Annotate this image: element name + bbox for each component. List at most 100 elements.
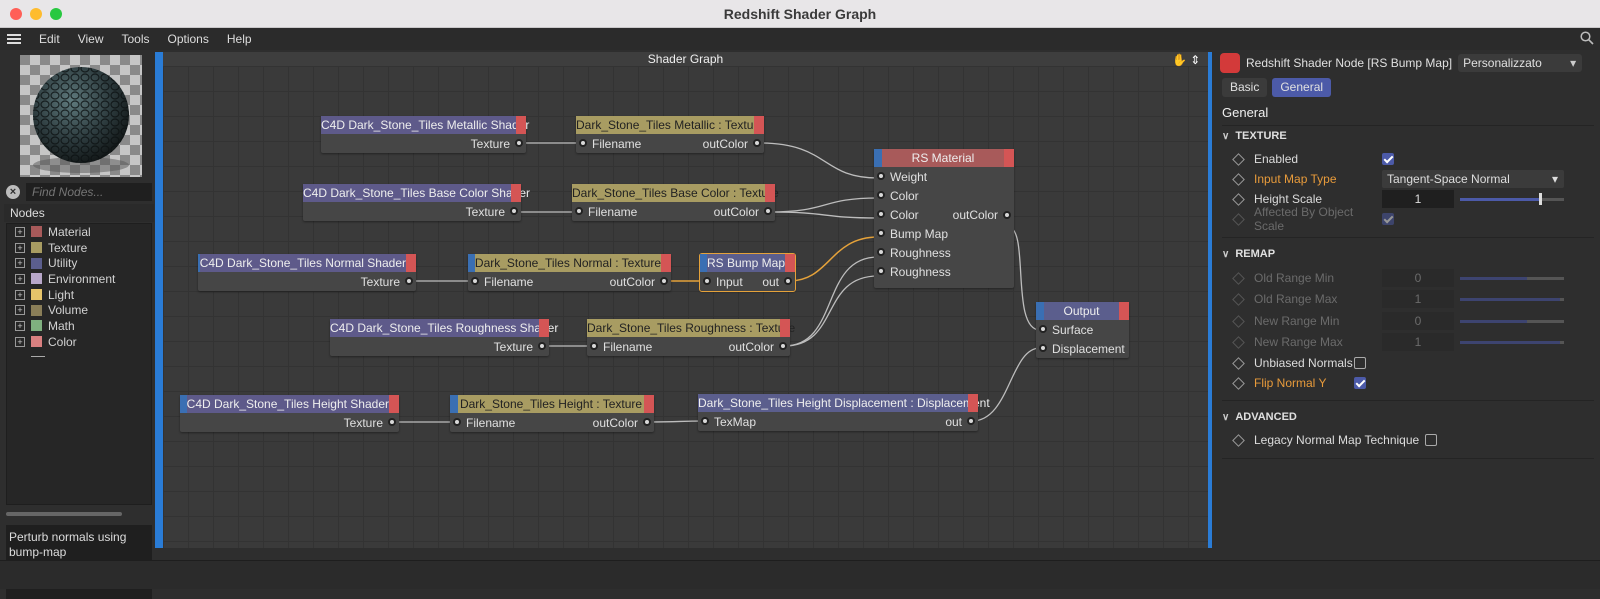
find-nodes-input[interactable]: [26, 183, 152, 201]
output-port[interactable]: [1003, 211, 1011, 219]
horizontal-scrollbar[interactable]: [6, 512, 122, 516]
category-color[interactable]: +Color: [7, 334, 151, 350]
menu-options[interactable]: Options: [167, 32, 209, 46]
node-height-shader[interactable]: C4D Dark_Stone_Tiles Height Shader Textu…: [180, 395, 399, 432]
expand-icon[interactable]: +: [15, 273, 25, 284]
input-port[interactable]: [1039, 344, 1047, 352]
category-environment[interactable]: +Environment: [7, 271, 151, 287]
node-title: Dark_Stone_Tiles Base Color : Texture: [572, 186, 779, 200]
category-material[interactable]: +Material: [7, 224, 151, 240]
output-port[interactable]: [643, 418, 651, 426]
node-basecolor-shader[interactable]: C4D Dark_Stone_Tiles Base Color Shader T…: [303, 184, 530, 221]
search-icon[interactable]: [1580, 31, 1594, 45]
keyframe-diamond-icon[interactable]: [1232, 433, 1245, 447]
input-port[interactable]: [1039, 325, 1047, 333]
tab-general[interactable]: General: [1272, 78, 1332, 97]
keyframe-diamond-icon[interactable]: [1232, 376, 1245, 390]
expand-icon[interactable]: +: [15, 289, 25, 300]
node-roughness-texture[interactable]: Dark_Stone_Tiles Roughness : Texture Fil…: [587, 319, 795, 356]
unbiased-normals-checkbox[interactable]: [1354, 357, 1366, 369]
node-metallic-shader[interactable]: C4D Dark_Stone_Tiles Metallic Shader Tex…: [321, 116, 529, 153]
menu-edit[interactable]: Edit: [39, 32, 60, 46]
output-port[interactable]: [510, 207, 518, 215]
keyframe-diamond-icon[interactable]: [1232, 152, 1245, 166]
height-scale-input[interactable]: 1: [1382, 190, 1454, 208]
input-port[interactable]: [877, 210, 885, 218]
close-window-button[interactable]: [10, 8, 22, 20]
category-utility[interactable]: +Utility: [7, 255, 151, 271]
flip-normal-y-checkbox[interactable]: [1354, 377, 1366, 389]
keyframe-diamond-icon[interactable]: [1232, 356, 1245, 370]
port-label: Texture: [470, 136, 510, 151]
node-roughness-shader[interactable]: C4D Dark_Stone_Tiles Roughness Shader Te…: [330, 319, 558, 356]
category-light[interactable]: + Light: [7, 287, 151, 303]
chevron-down-icon: ∨: [1222, 411, 1230, 423]
menu-help[interactable]: Help: [226, 32, 252, 46]
advanced-section-header[interactable]: ∨ADVANCED: [1222, 411, 1297, 423]
old-range-max-slider: [1460, 297, 1564, 301]
input-port[interactable]: [877, 248, 885, 256]
input-port[interactable]: [471, 277, 479, 285]
vertical-arrows-icon[interactable]: ⇕: [1190, 53, 1201, 67]
input-port[interactable]: [877, 172, 885, 180]
category-volume[interactable]: +Volume: [7, 302, 151, 318]
expand-icon[interactable]: +: [15, 336, 25, 347]
input-port[interactable]: [877, 191, 885, 199]
expand-icon[interactable]: +: [15, 242, 25, 253]
input-port[interactable]: [575, 207, 583, 215]
hamburger-menu-icon[interactable]: [0, 34, 30, 44]
height-scale-slider[interactable]: [1460, 192, 1564, 205]
output-port[interactable]: [388, 418, 396, 426]
preset-dropdown[interactable]: Personalizzato▾: [1458, 54, 1583, 72]
port-label: out: [762, 274, 779, 289]
output-port[interactable]: [764, 207, 772, 215]
legacy-normal-map-checkbox[interactable]: [1425, 434, 1438, 446]
category-label: Light: [48, 287, 75, 302]
menu-tools[interactable]: Tools: [121, 32, 150, 46]
node-normal-texture[interactable]: Dark_Stone_Tiles Normal : Texture Filena…: [468, 254, 671, 291]
tab-basic[interactable]: Basic: [1222, 78, 1268, 97]
node-height-texture[interactable]: Dark_Stone_Tiles Height : Texture Filena…: [450, 395, 654, 432]
input-port[interactable]: [579, 139, 587, 147]
section-title: General: [1222, 105, 1269, 120]
input-port[interactable]: [590, 342, 598, 350]
expand-icon[interactable]: +: [15, 226, 25, 237]
output-port[interactable]: [779, 342, 787, 350]
expand-icon[interactable]: +: [15, 258, 25, 269]
zoom-window-button[interactable]: [50, 8, 62, 20]
node-height-displacement[interactable]: Dark_Stone_Tiles Height Displacement : D…: [698, 394, 990, 431]
input-port[interactable]: [877, 229, 885, 237]
menu-view[interactable]: View: [77, 32, 104, 46]
texture-section-header[interactable]: ∨TEXTURE: [1222, 130, 1287, 142]
category-math[interactable]: +Math: [7, 318, 151, 334]
output-port[interactable]: [784, 277, 792, 285]
node-normal-shader[interactable]: C4D Dark_Stone_Tiles Normal Shader Textu…: [198, 254, 416, 291]
keyframe-diamond-icon[interactable]: [1232, 172, 1245, 186]
node-metallic-texture[interactable]: Dark_Stone_Tiles Metallic : Texture File…: [576, 116, 764, 153]
input-port[interactable]: [703, 277, 711, 285]
input-port[interactable]: [453, 418, 461, 426]
category-texture[interactable]: +Texture: [7, 240, 151, 256]
expand-icon[interactable]: +: [15, 305, 25, 316]
node-output[interactable]: Output Surface Displacement: [1036, 302, 1129, 358]
pan-hand-icon[interactable]: ✋: [1172, 53, 1187, 67]
input-map-type-dropdown[interactable]: Tangent-Space Normal▾: [1382, 170, 1564, 188]
input-port[interactable]: [877, 267, 885, 275]
output-port[interactable]: [660, 277, 668, 285]
output-port[interactable]: [515, 139, 523, 147]
remap-section-header[interactable]: ∨REMAP: [1222, 248, 1275, 260]
output-port[interactable]: [967, 417, 975, 425]
expand-icon[interactable]: +: [15, 320, 25, 331]
node-basecolor-texture[interactable]: Dark_Stone_Tiles Base Color : Texture Fi…: [572, 184, 779, 221]
output-port[interactable]: [538, 342, 546, 350]
keyframe-diamond-icon[interactable]: [1232, 192, 1245, 206]
port-label: Bump Map: [890, 226, 949, 241]
minimize-window-button[interactable]: [30, 8, 42, 20]
input-port[interactable]: [701, 417, 709, 425]
enabled-checkbox[interactable]: [1382, 153, 1394, 165]
output-port[interactable]: [753, 139, 761, 147]
clear-search-icon[interactable]: ×: [6, 185, 20, 199]
output-port[interactable]: [405, 277, 413, 285]
